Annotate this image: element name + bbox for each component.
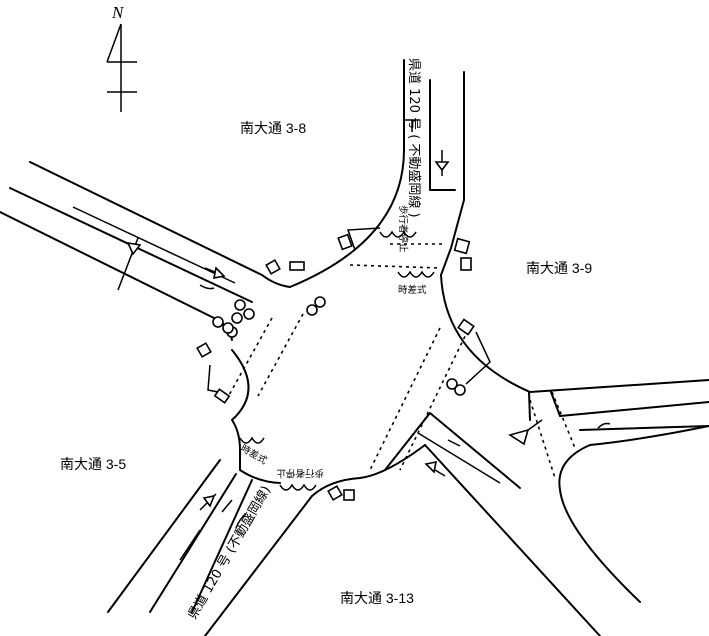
lane-arrow-icon bbox=[221, 499, 233, 513]
road-southwest bbox=[107, 449, 313, 636]
signal-head-icon bbox=[446, 318, 491, 396]
road-north bbox=[289, 59, 465, 288]
lane-arrow-icon bbox=[597, 422, 611, 429]
lane-arrow-icon bbox=[199, 284, 215, 290]
signal-head-icon bbox=[306, 296, 326, 316]
lane-arrow-icon bbox=[434, 150, 450, 176]
pedestrian-button-icon bbox=[379, 230, 435, 278]
block-label-sw: 南大通 3-5 bbox=[60, 456, 126, 472]
north-arrow-icon: N bbox=[106, 3, 137, 112]
signal-head-icon bbox=[337, 227, 381, 251]
signal-head-icon bbox=[327, 485, 355, 501]
crosswalks bbox=[227, 243, 576, 479]
lane-arrow-icon bbox=[424, 460, 446, 477]
traffic-signals bbox=[196, 227, 491, 501]
svg-text:N: N bbox=[111, 3, 125, 22]
road-labels: 県道 120 号 ( 不動盛岡線 ) 県道 120 号 (不動盛岡線) bbox=[185, 58, 422, 622]
triangle-marker-icon bbox=[117, 237, 142, 291]
signal-head-icon bbox=[196, 342, 231, 404]
lane-arrow-icon bbox=[199, 493, 217, 511]
time-diff-label-west: 時差式 bbox=[239, 442, 270, 467]
block-label-ne: 南大通 3-9 bbox=[526, 260, 592, 276]
signal-head-icon bbox=[265, 259, 305, 275]
corner-curves bbox=[231, 274, 709, 497]
pedestrian-button-icon bbox=[239, 436, 317, 491]
block-labels: 南大通 3-8 南大通 3-9 南大通 3-5 南大通 3-13 bbox=[60, 120, 592, 606]
signal-head-icon bbox=[453, 237, 472, 271]
road-northwest bbox=[0, 161, 263, 341]
pedestrian-signal-icon bbox=[212, 299, 255, 338]
pedestrian-stop-label-north: 歩行者停止 bbox=[397, 205, 409, 253]
lane-arrow-icon bbox=[204, 266, 226, 280]
pedestrian-stop-label-south: 歩行者停止 bbox=[276, 467, 324, 479]
block-label-nw: 南大通 3-8 bbox=[240, 120, 306, 136]
road-east bbox=[508, 391, 709, 603]
triangle-marker-icon bbox=[508, 419, 543, 446]
lane-arrow-icon bbox=[447, 439, 461, 447]
time-diff-label-north: 時差式 bbox=[398, 284, 427, 296]
road-label-north: 県道 120 号 ( 不動盛岡線 ) bbox=[406, 58, 422, 218]
signal-labels: 歩行者停止 時差式 時差式 歩行者停止 bbox=[239, 205, 428, 479]
road-southeast bbox=[384, 412, 601, 636]
block-label-s: 南大通 3-13 bbox=[340, 590, 414, 606]
lane-arrow-icon bbox=[235, 513, 247, 529]
